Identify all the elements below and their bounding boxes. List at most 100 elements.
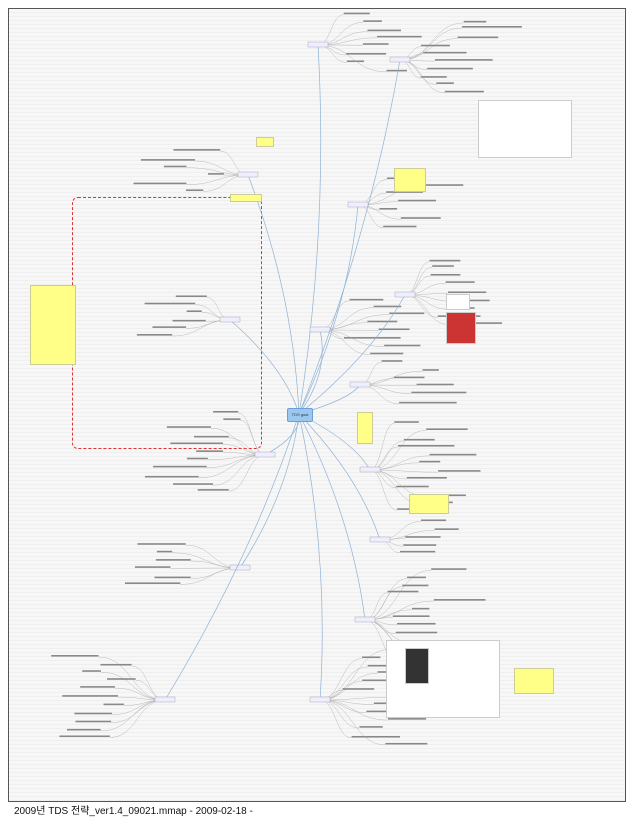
subtopic-label [103, 703, 124, 706]
branch-connector [298, 44, 322, 415]
subtopic-label [153, 465, 207, 468]
subtopic-connector [404, 294, 449, 325]
note-callout[interactable] [256, 137, 274, 147]
subtopic-label [359, 726, 383, 728]
subtopic-label [62, 695, 119, 697]
subtopic-label [185, 189, 204, 192]
subtopic-connector [319, 307, 374, 331]
main-topic [349, 381, 371, 388]
subtopic-label [436, 82, 454, 84]
subtopic-label [403, 438, 435, 441]
subtopic-label [445, 281, 475, 283]
subtopic-connector [359, 361, 382, 386]
subtopic-label [462, 26, 522, 28]
note-callout[interactable] [514, 668, 554, 694]
note-callout[interactable] [409, 494, 449, 514]
subtopic-connector [172, 319, 231, 337]
subtopic-label [416, 383, 454, 386]
note-callout[interactable] [30, 285, 76, 365]
subtopic-connector [109, 699, 166, 738]
subtopic-label [457, 36, 499, 39]
subtopic-label [395, 631, 438, 634]
subtopic-label [373, 702, 397, 705]
subtopic-connector [319, 329, 371, 355]
subtopic-connector [369, 469, 397, 488]
subtopic-label [80, 686, 115, 688]
branch-connector [298, 294, 406, 415]
subtopic-label [431, 568, 467, 570]
subtopic-label [134, 566, 171, 568]
subtopic-label [349, 298, 384, 301]
subtopic-label [422, 369, 439, 371]
subtopic-label [100, 663, 132, 666]
subtopic-label [173, 149, 221, 151]
subtopic-connector [364, 592, 388, 621]
subtopic-label [362, 656, 381, 659]
image-attachment[interactable] [446, 312, 476, 344]
subtopic-label [351, 735, 400, 738]
subtopic-connector [404, 267, 433, 296]
image-attachment-panel[interactable] [386, 640, 500, 718]
central-topic[interactable]: TDS goal [287, 408, 313, 422]
subtopic-label [434, 528, 459, 530]
subtopic-label [196, 450, 224, 452]
subtopic-label [392, 615, 430, 617]
subtopic-label [140, 159, 195, 161]
subtopic-connector [317, 14, 344, 46]
subtopic-label [207, 173, 224, 175]
note-callout[interactable] [394, 168, 426, 192]
subtopic-label [399, 401, 457, 404]
subtopic-label [394, 421, 419, 423]
subtopic-label [213, 410, 239, 413]
subtopic-label [386, 191, 423, 193]
note-callout[interactable] [230, 194, 262, 202]
subtopic-label [136, 334, 173, 336]
text-attachment[interactable] [478, 100, 572, 158]
subtopic-label [125, 582, 181, 584]
subtopic-label [423, 51, 467, 54]
subtopic-label [444, 90, 484, 93]
subtopic-connector [357, 179, 387, 206]
main-topic [354, 616, 376, 623]
subtopic-connector [364, 600, 434, 621]
subtopic-label [402, 584, 429, 587]
main-topic [219, 316, 241, 323]
main-topic [359, 466, 381, 473]
subtopic-label [172, 319, 206, 322]
subtopic-label [434, 59, 493, 61]
subtopic-label [370, 352, 404, 355]
subtopic-label [197, 489, 229, 491]
branch-connector [298, 204, 359, 415]
subtopic-label [412, 607, 430, 610]
image-attachment[interactable] [446, 294, 470, 310]
subtopic-label [170, 442, 224, 445]
main-topic [254, 451, 276, 458]
subtopic-connector [319, 666, 368, 701]
branch-connector [247, 174, 300, 415]
subtopic-label [438, 470, 481, 472]
subtopic-label [463, 20, 487, 23]
subtopic-connector [111, 699, 166, 723]
subtopic-label [429, 259, 461, 262]
subtopic-label [420, 44, 450, 47]
subtopic-label [385, 742, 428, 745]
subtopic-connector [319, 699, 352, 739]
subtopic-connector [369, 469, 439, 473]
subtopic-connector [319, 658, 363, 701]
branch-connector [298, 329, 323, 415]
main-topic [237, 171, 259, 178]
subtopic-label [398, 199, 437, 202]
main-topic [307, 41, 329, 48]
subtopic-label [400, 217, 441, 219]
main-topic [369, 536, 391, 543]
subtopic-label [154, 576, 191, 579]
subtopic-label [74, 712, 112, 715]
note-callout[interactable] [357, 412, 373, 444]
subtopic-label [343, 337, 401, 339]
subtopic-connector [359, 384, 400, 405]
main-topic [394, 291, 416, 298]
subtopic-label [420, 76, 447, 78]
subtopic-label [396, 485, 429, 488]
photo-thumbnail[interactable] [405, 648, 429, 684]
